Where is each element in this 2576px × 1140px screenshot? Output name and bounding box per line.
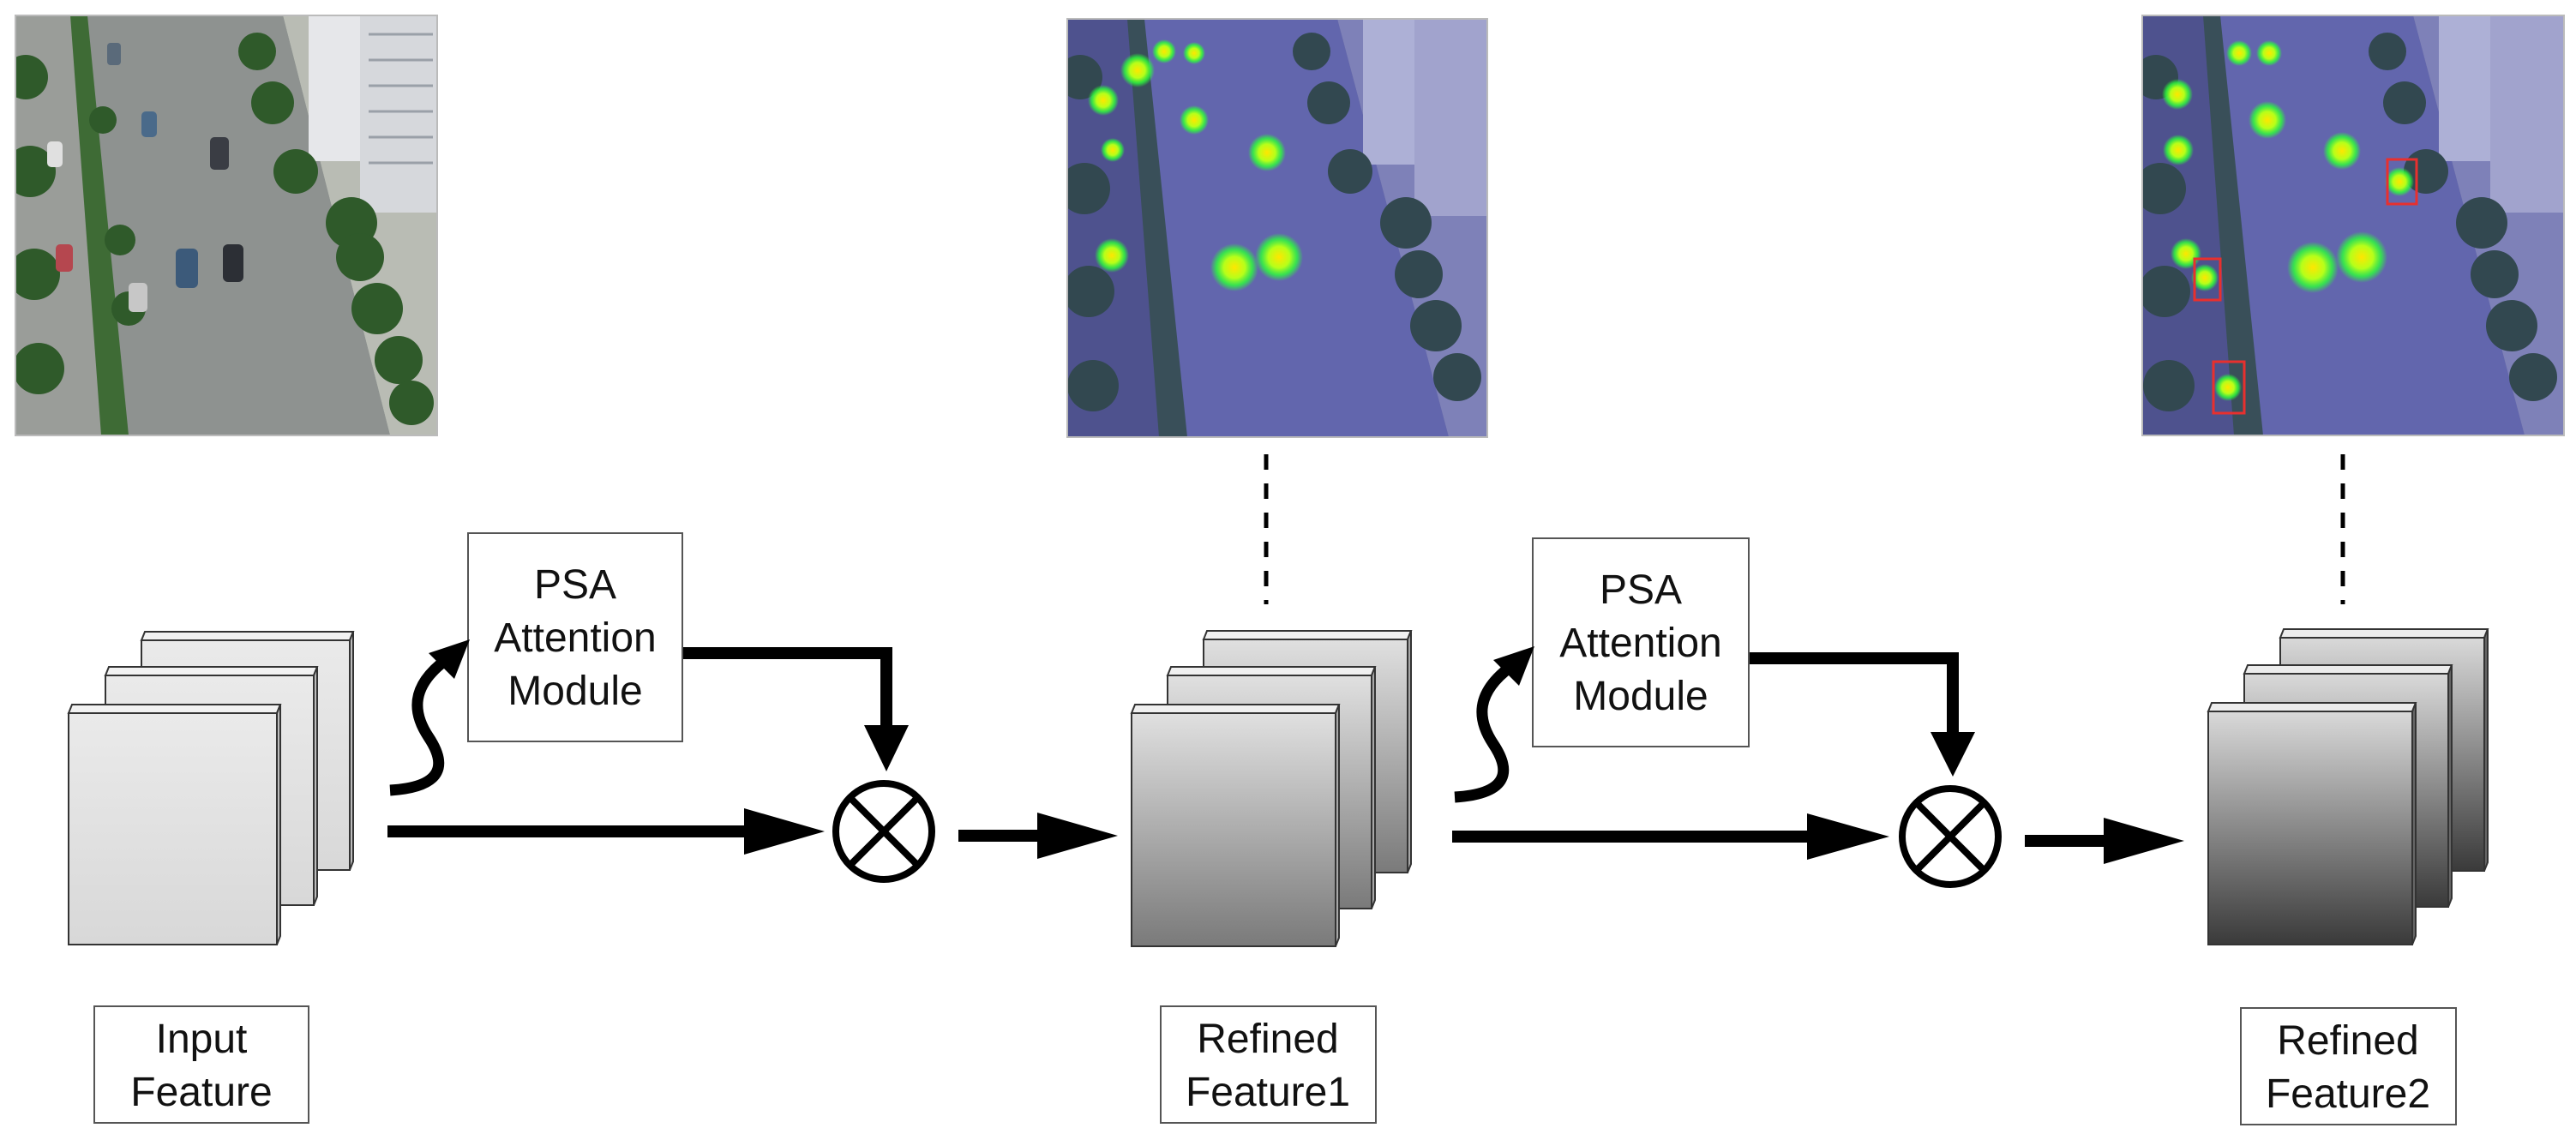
refined2-photo-frame <box>2141 15 2565 436</box>
refined2-label-line2: Feature2 <box>2266 1071 2430 1117</box>
refined2-feature-stack <box>2207 628 2489 945</box>
multiply-operator-1 <box>832 780 935 883</box>
detection-box <box>2193 257 2222 302</box>
arrow-multiply-1-to-refined1 <box>958 813 1118 859</box>
input-label-line1: Input <box>156 1017 248 1062</box>
input-photo-frame <box>15 15 438 436</box>
input-feature-stack <box>67 631 355 945</box>
detection-boxes <box>2193 158 2418 415</box>
psa2-label-line1: PSA <box>1600 567 1682 613</box>
arrow-refined1-to-multiply-2 <box>1452 813 1889 860</box>
detection-box <box>2386 158 2418 206</box>
psa-attention-module-1: PSA Attention Module <box>467 532 683 742</box>
refined-feature1-label: Refined Feature1 <box>1160 1005 1377 1124</box>
refined1-heatmap-photo <box>1067 19 1487 437</box>
arrow-input-to-psa1 <box>389 639 470 796</box>
arrow-multiply-2-to-refined2 <box>2025 818 2184 864</box>
refined1-feature-stack <box>1130 630 1413 947</box>
refined1-label-line2: Feature1 <box>1186 1070 1350 1115</box>
attention-heat-spots <box>2162 40 2414 401</box>
refined1-photo-frame <box>1066 18 1488 438</box>
input-feature-label: Input Feature <box>93 1005 309 1124</box>
psa1-label-line2: Attention <box>494 615 656 661</box>
arrow-input-to-multiply-1 <box>387 808 825 855</box>
psa2-label-line2: Attention <box>1559 621 1721 666</box>
input-street-photo <box>15 15 437 435</box>
attention-heat-spots <box>1088 39 1303 291</box>
multiply-operator-2 <box>1899 785 2002 888</box>
psa2-label-line3: Module <box>1573 674 1708 719</box>
refined2-label-line1: Refined <box>2277 1018 2418 1064</box>
detection-box <box>2212 360 2246 415</box>
refined2-heatmap-photo <box>2142 15 2564 435</box>
arrow-psa2-to-multiply-2 <box>1750 652 1975 777</box>
psa-attention-module-2: PSA Attention Module <box>1532 537 1750 747</box>
arrow-refined1-to-psa2 <box>1454 646 1534 803</box>
psa1-label-line1: PSA <box>534 562 616 608</box>
refined1-label-line1: Refined <box>1197 1017 1338 1062</box>
input-label-line2: Feature <box>130 1070 272 1115</box>
arrow-psa1-to-multiply-1 <box>683 647 909 771</box>
psa1-label-line3: Module <box>507 669 642 714</box>
refined-feature2-label: Refined Feature2 <box>2240 1007 2457 1125</box>
